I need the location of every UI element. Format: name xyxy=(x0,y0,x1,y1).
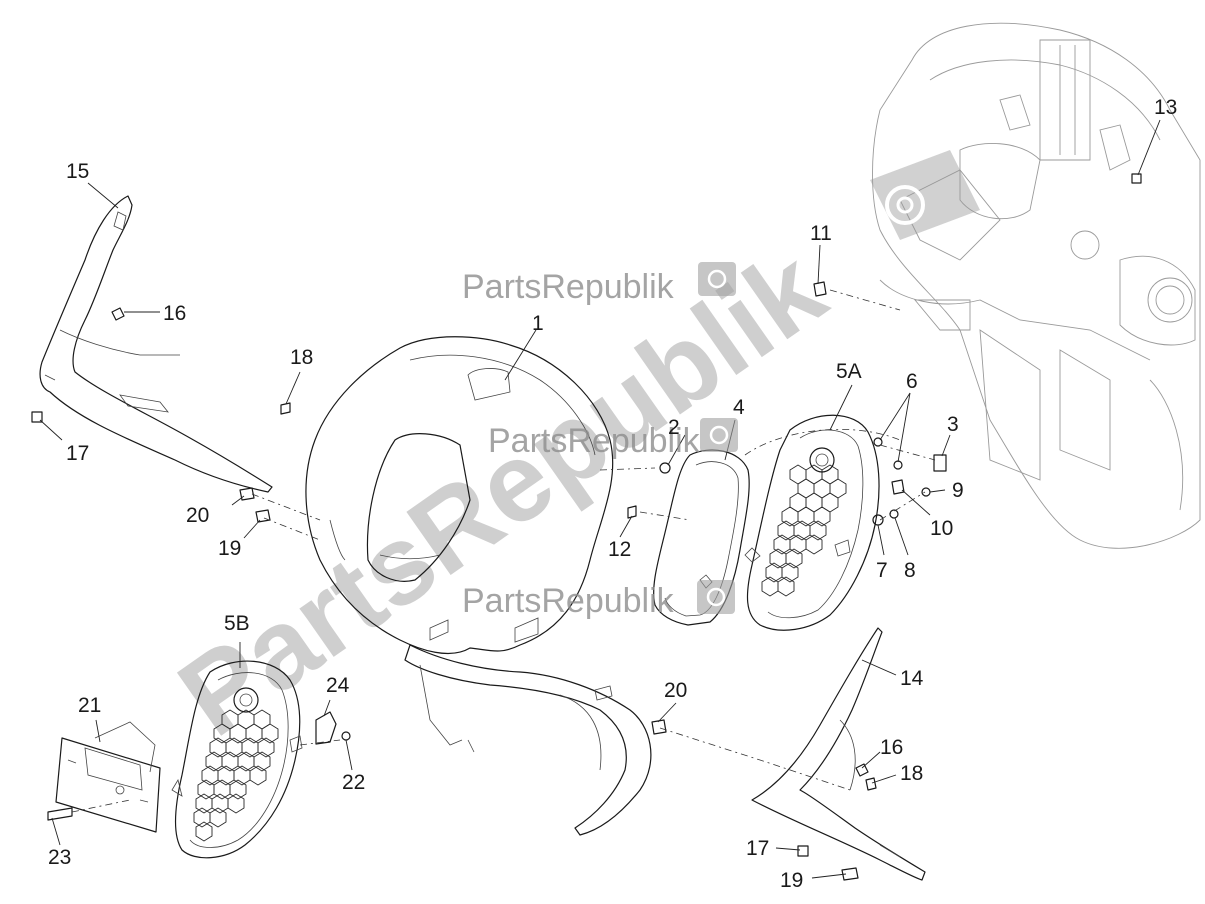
callout-7: 7 xyxy=(876,559,888,582)
callout-16: 16 xyxy=(880,736,903,759)
callout-11: 11 xyxy=(810,222,832,245)
callout-17: 17 xyxy=(66,442,89,465)
callout-6: 6 xyxy=(906,370,918,393)
grille-5b-honeycomb xyxy=(193,709,279,842)
watermark-row-3: PartsRepublik xyxy=(462,580,735,620)
callout-24: 24 xyxy=(326,674,350,697)
part-5b-left-grille xyxy=(171,660,303,859)
watermark-text: PartsRepublik xyxy=(462,268,675,306)
callout-13: 13 xyxy=(1154,96,1177,119)
assembly-lines xyxy=(71,289,936,813)
callout-16: 16 xyxy=(163,302,186,325)
callout-21: 21 xyxy=(78,694,101,717)
leader-lines xyxy=(39,119,1161,879)
callout-18: 18 xyxy=(900,762,923,785)
part-15-left-upper-trim xyxy=(39,195,273,493)
callout-labels: 15 16 17 18 20 19 1 2 12 4 5A 6 3 9 10 7… xyxy=(48,96,1177,892)
gear-icon xyxy=(697,580,735,614)
callout-17: 17 xyxy=(746,837,769,860)
gear-icon xyxy=(700,418,738,452)
callout-5b: 5B xyxy=(224,612,250,635)
callout-8: 8 xyxy=(904,559,916,582)
callout-14: 14 xyxy=(900,667,924,690)
callout-19: 19 xyxy=(780,869,803,892)
callout-3: 3 xyxy=(947,413,959,436)
part-5a-right-grille xyxy=(744,414,880,631)
gear-icon xyxy=(698,262,736,296)
part-1-front-shield xyxy=(305,336,652,836)
callout-20: 20 xyxy=(186,504,209,527)
watermark-row-2: PartsRepublik xyxy=(488,418,738,460)
callout-20: 20 xyxy=(664,679,687,702)
callout-12: 12 xyxy=(608,538,631,561)
callout-10: 10 xyxy=(930,517,953,540)
callout-23: 23 xyxy=(48,846,71,869)
callout-9: 9 xyxy=(952,479,964,502)
callout-4: 4 xyxy=(733,396,745,419)
grille-5a-honeycomb xyxy=(761,464,847,597)
watermark-row-1: PartsRepublik xyxy=(462,262,736,306)
part-21-plate-bracket xyxy=(55,721,161,833)
fasteners xyxy=(31,173,1142,881)
watermark-text: PartsRepublik xyxy=(488,422,701,460)
callout-18: 18 xyxy=(290,346,313,369)
callout-1: 1 xyxy=(532,312,544,335)
gear-icon xyxy=(870,150,980,240)
callout-15: 15 xyxy=(66,160,89,183)
callout-22: 22 xyxy=(342,771,365,794)
part-14-right-lower-trim xyxy=(751,627,926,881)
callout-19: 19 xyxy=(218,537,241,560)
callout-2: 2 xyxy=(668,416,680,439)
callout-5a: 5A xyxy=(836,360,862,383)
scooter-frame-ghost xyxy=(872,22,1201,549)
watermark-text: PartsRepublik xyxy=(462,582,675,620)
